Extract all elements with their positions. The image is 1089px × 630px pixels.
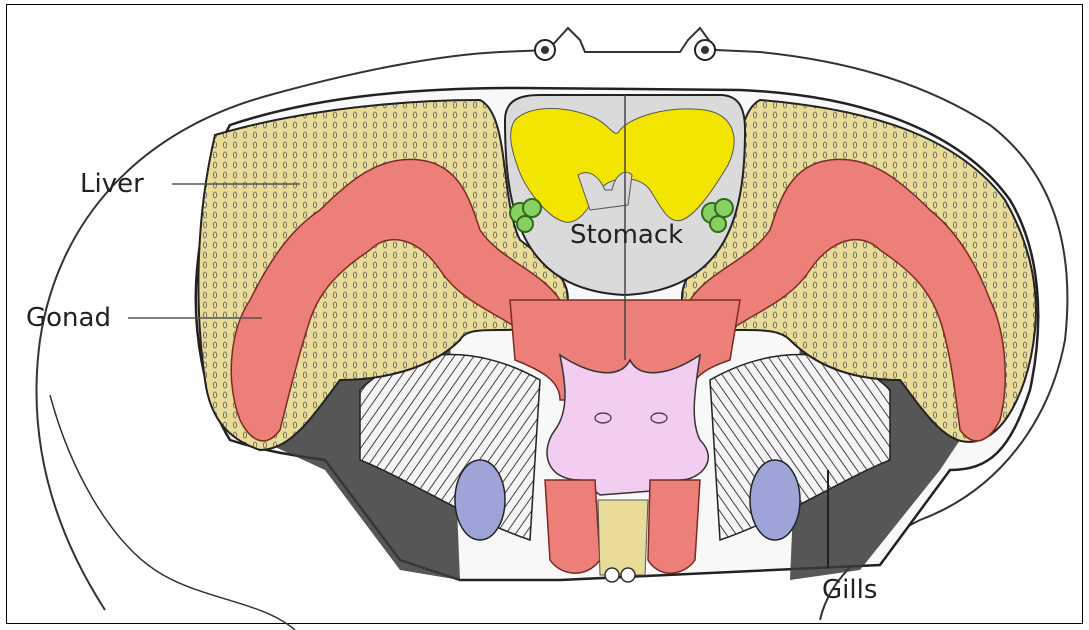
gonad-label: Gonad (26, 303, 111, 333)
right-vessel (750, 460, 800, 540)
gills-label: Gills (822, 575, 877, 605)
stomach-label: Stomack (570, 220, 683, 250)
left-vessel (455, 460, 505, 540)
liver-lower-center (598, 500, 648, 575)
intestine (547, 355, 708, 495)
liver-label: Liver (80, 169, 144, 199)
gonad-lower-left (545, 480, 600, 573)
gonad-lower-right (648, 480, 700, 573)
